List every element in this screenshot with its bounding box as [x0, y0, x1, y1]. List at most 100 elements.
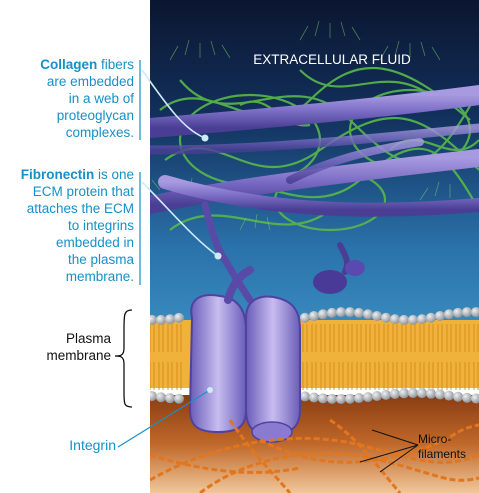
lipid-head [363, 392, 373, 403]
lipid-tail [392, 324, 398, 390]
lipid-head [165, 314, 175, 325]
lipid-head [345, 307, 355, 318]
lipid-head [417, 314, 427, 325]
lipid-tail [302, 324, 308, 390]
lipid-head [363, 309, 373, 320]
collagen-rest: fibers [97, 57, 134, 72]
lipid-head [462, 307, 472, 318]
collagen-line: are embedded [46, 74, 134, 89]
lipid-head [426, 312, 436, 323]
fibronectin-label: Fibronectin is one ECM protein that atta… [0, 166, 134, 285]
lipid-head [165, 393, 175, 404]
microfilaments [150, 418, 479, 493]
lipid-head [354, 393, 364, 404]
lipid-head [327, 307, 337, 318]
lipid-head [381, 389, 391, 400]
proteoglycan-bristles [151, 20, 451, 231]
collagen-fibers [150, 85, 479, 217]
lipid-head [150, 391, 157, 402]
lipid-head [372, 390, 382, 401]
lipid-tail [320, 324, 326, 390]
lipid-head [390, 388, 400, 399]
lipid-head [462, 392, 472, 403]
lipid-head [381, 312, 391, 323]
lipid-tail [365, 324, 371, 390]
lipid-tail [347, 324, 353, 390]
fibronectin-line: to integrins [67, 218, 134, 233]
plasma-membrane-line: Plasma [65, 331, 111, 346]
lipid-head [444, 390, 454, 401]
collagen-line: complexes. [65, 125, 134, 140]
lipid-head [471, 393, 479, 404]
lipid-head [435, 310, 445, 321]
lipid-tail [428, 324, 434, 390]
lipid-head [408, 314, 418, 325]
fibronectin [201, 201, 254, 304]
fibronectin-line: the plasma [67, 252, 134, 267]
lipid-tail [176, 324, 182, 390]
lipid-head [453, 307, 463, 318]
lipid-tail [455, 324, 461, 390]
microfilaments-line: filaments [418, 447, 467, 461]
collagen-label: Collagen fibers are embedded in a web of… [0, 56, 134, 141]
collagen-line: proteoglycan [56, 108, 134, 123]
lipid-head [399, 314, 409, 325]
lipid-tail [446, 324, 452, 390]
fibronectin-line: membrane. [65, 269, 134, 284]
lipid-head [300, 312, 310, 323]
lipid-tail [374, 324, 380, 390]
fibronectin-line: embedded in [55, 235, 134, 250]
lipid-head [318, 393, 328, 404]
integrin-label: Integrin [16, 437, 116, 454]
lipid-head [453, 391, 463, 402]
fibronectin-term: Fibronectin [20, 167, 95, 182]
lipid-head [150, 314, 157, 325]
extracellular-fluid-label: EXTRACELLULAR FLUID [253, 52, 411, 67]
lipid-tail [167, 324, 173, 390]
lipid-head [300, 391, 310, 402]
lipid-tail [437, 324, 443, 390]
lipid-tail [311, 324, 317, 390]
fibronectin-line: attaches the ECM [26, 201, 134, 216]
lipid-tail [338, 324, 344, 390]
lipid-head [318, 309, 328, 320]
lipid-head [444, 309, 454, 320]
lipid-head [471, 307, 479, 318]
lipid-head [354, 307, 364, 318]
plasma-membrane [150, 307, 479, 404]
lipid-head [309, 392, 319, 403]
lipid-head [417, 388, 427, 399]
leader-lines [114, 60, 419, 473]
lipid-tail [329, 324, 335, 390]
microfilaments-label: Micro- filaments [418, 432, 478, 462]
lipid-tail [419, 324, 425, 390]
lipid-head [408, 388, 418, 399]
lipid-head [426, 388, 436, 399]
lipid-head [327, 393, 337, 404]
microfilaments-line: Micro- [418, 432, 452, 446]
lipid-tail [401, 324, 407, 390]
lipid-head [336, 307, 346, 318]
lipid-tail [150, 324, 155, 390]
lipid-tail [464, 324, 470, 390]
lipid-head [372, 311, 382, 322]
peripheral-protein [313, 270, 347, 294]
lipid-tail [158, 324, 164, 390]
lipid-head [345, 393, 355, 404]
lipid-head [174, 312, 184, 323]
lipid-tail [410, 324, 416, 390]
lipid-head [399, 388, 409, 399]
lipid-head [390, 314, 400, 325]
lipid-tail [356, 324, 362, 390]
plasma-membrane-line: membrane [46, 348, 111, 363]
fibronectin-rest: is one [94, 167, 134, 182]
lipid-head [435, 389, 445, 400]
lipid-tail [383, 324, 389, 390]
lipid-head [156, 392, 166, 403]
lipid-head [156, 314, 166, 325]
lipid-head [174, 393, 184, 404]
integrin [188, 266, 301, 443]
integrin-text: Integrin [69, 437, 116, 453]
lipid-head [336, 393, 346, 404]
